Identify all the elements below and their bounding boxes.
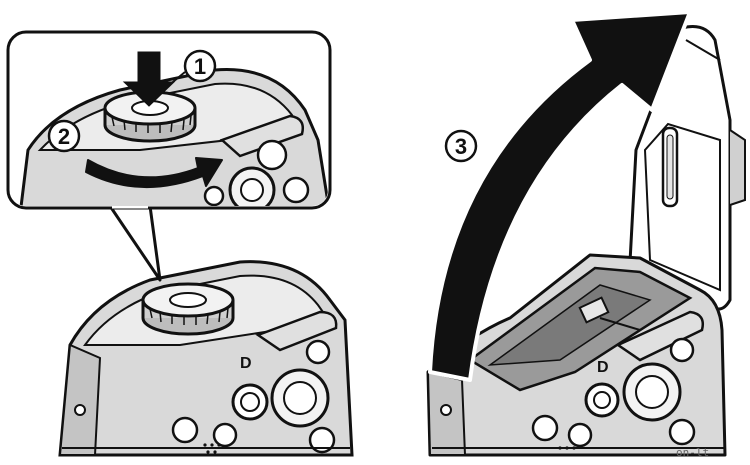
step-1-label: 1: [167, 49, 217, 87]
button-left-b: [231, 383, 269, 421]
button-left-a: [305, 339, 331, 365]
svg-text:2: 2: [58, 124, 70, 149]
camera-right-body: D: [426, 25, 746, 457]
camera-left-body: D: [58, 260, 354, 457]
lift-arrow-icon: [428, 10, 692, 382]
svg-text:D: D: [240, 355, 252, 372]
callout-pointer: [108, 205, 162, 282]
svg-text:3: 3: [455, 134, 467, 159]
step-3-label: 3: [444, 129, 478, 163]
mode-dial-left: [141, 282, 235, 336]
zoom-callout: 1 2: [6, 30, 332, 282]
svg-text:D: D: [597, 359, 609, 376]
watermark-text: on-lt: [676, 446, 709, 459]
press-arrow-icon: [122, 51, 176, 107]
step-2-label: 2: [47, 119, 81, 153]
svg-text:1: 1: [194, 54, 206, 79]
rotate-arrow-icon: [85, 157, 223, 188]
